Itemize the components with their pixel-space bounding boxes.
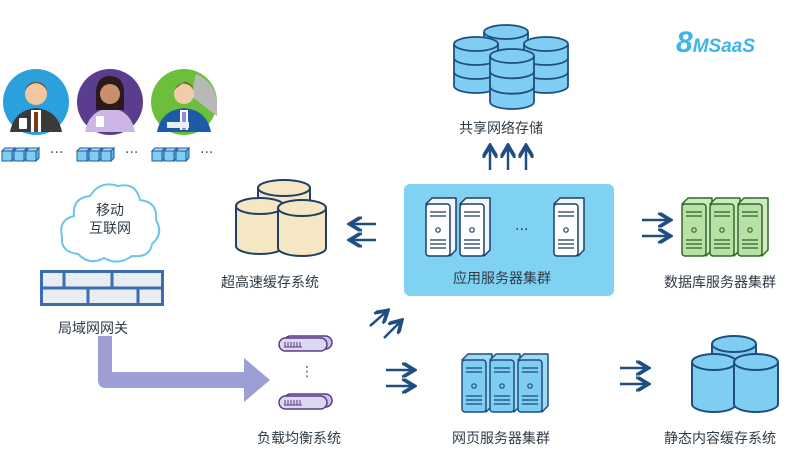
static-cache-label: 静态内容缓存系统: [664, 431, 776, 447]
device-cube-icon: [150, 146, 167, 163]
device-cube-icon: [162, 146, 179, 163]
high-speed-cache-icon: [235, 179, 327, 257]
device-cube-icon: [0, 146, 17, 163]
web-cluster-label: 网页服务器集群: [452, 431, 550, 447]
device-ellipsis-3: ···: [200, 145, 214, 161]
web-server-icon: [461, 353, 493, 413]
database-servers-icon: [681, 197, 769, 257]
arrows-lb-to-app: [369, 304, 406, 339]
load-balancer-icon: [278, 335, 333, 410]
cache-label: 超高速缓存系统: [221, 275, 319, 291]
mobile-internet-cloud-icon: [60, 183, 161, 263]
web-server-icon: [517, 353, 549, 413]
arrows-lb-to-web: [386, 364, 418, 394]
user-avatars: [3, 69, 217, 135]
shared-storage-label: 共享网络存储: [459, 121, 543, 137]
brand-logo: 8MSaaS: [676, 26, 755, 59]
load-balancer-label: 负载均衡系统: [257, 431, 341, 447]
arrows-web-to-static: [620, 362, 652, 392]
db-server-icon: [709, 197, 741, 257]
db-server-icon: [737, 197, 769, 257]
app-server-icon: [425, 197, 457, 257]
firewall-icon: [40, 270, 164, 306]
db-cluster-label: 数据库服务器集群: [664, 275, 776, 291]
user-devices: [0, 146, 191, 163]
device-cube-icon: [99, 146, 116, 163]
device-cube-icon: [87, 146, 104, 163]
device-cube-icon: [12, 146, 29, 163]
web-servers-icon: [461, 353, 549, 413]
app-server-icon: [459, 197, 491, 257]
static-content-cache-icon: [691, 335, 779, 413]
arrows-app-to-db: [642, 214, 674, 244]
user-suit-avatar: [151, 69, 217, 135]
device-ellipsis-2: ···: [125, 145, 139, 161]
device-cube-icon: [174, 146, 191, 163]
app-servers-icon: [425, 197, 585, 257]
db-server-icon: [681, 197, 713, 257]
web-server-icon: [489, 353, 521, 413]
shared-storage-icon: [453, 24, 569, 110]
app-server-icon: [553, 197, 585, 257]
gateway-label: 局域网网关: [58, 321, 128, 337]
app-cluster-label: 应用服务器集群: [453, 271, 551, 287]
app-ellipsis: ···: [515, 222, 529, 238]
storage-disk-icon: [489, 48, 535, 110]
device-ellipsis-1: ···: [50, 145, 64, 161]
cloud-label: 移动 互联网: [89, 203, 131, 237]
device-cube-icon: [75, 146, 92, 163]
lb-ellipsis: ⋮: [300, 364, 314, 380]
user-woman-avatar: [77, 69, 143, 135]
device-cube-icon: [24, 146, 41, 163]
flow-arrow-gateway-to-lb: [98, 336, 270, 402]
arrows-app-to-cache: [346, 218, 376, 248]
user-businessman-avatar: [3, 69, 69, 135]
storage-disk-icon: [453, 36, 499, 94]
arrows-app-to-storage: [480, 144, 540, 170]
